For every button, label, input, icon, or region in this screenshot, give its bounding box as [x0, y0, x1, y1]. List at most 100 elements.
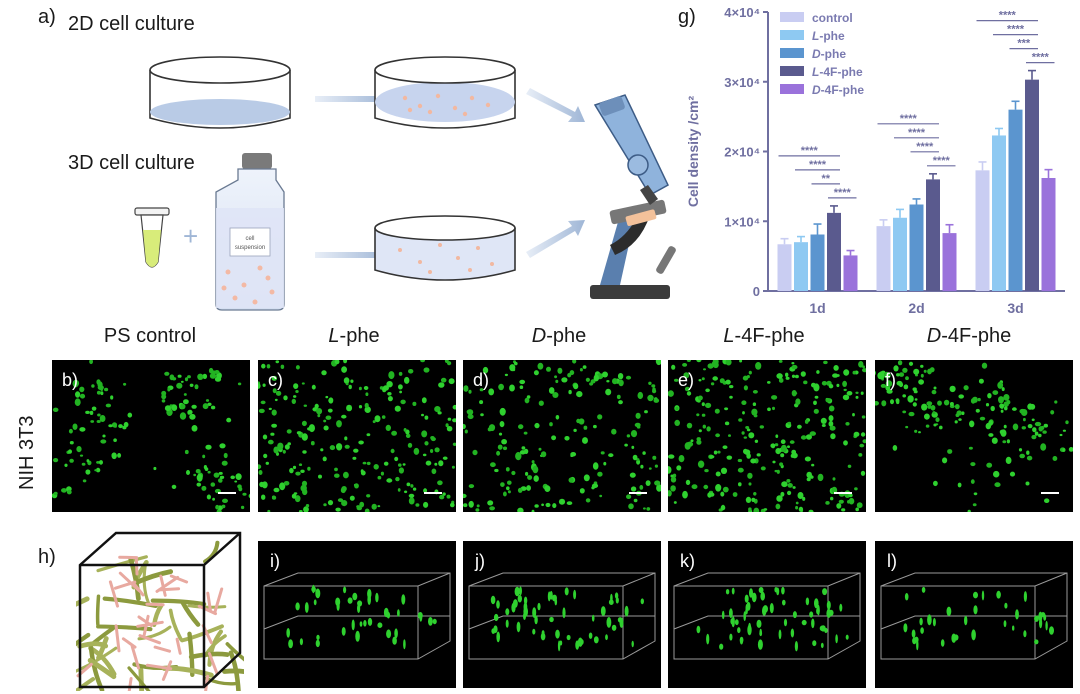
legend-label-italic: L [812, 65, 819, 79]
bar-L-phe-1d [794, 242, 808, 291]
panel-tag: e) [678, 370, 695, 390]
legend-swatch [780, 66, 804, 76]
column-title-italic: L [723, 325, 735, 347]
legend-label: control [812, 11, 853, 25]
significance-label: **** [801, 145, 819, 157]
arrow-icon [315, 246, 388, 264]
fluorescence-image-3: d) [463, 360, 661, 512]
significance-label: **** [933, 155, 951, 167]
column-title-1: PS control [50, 325, 250, 348]
column-title-5: D-4F-phe [869, 325, 1069, 348]
fluorescence-image-2: c) [258, 360, 456, 512]
tube-icon [134, 207, 170, 268]
significance-label: **** [809, 159, 827, 171]
bar-L-4F-phe-2d [926, 179, 940, 291]
scale-bar [1041, 492, 1059, 494]
column-title-text: PS control [103, 325, 197, 347]
column-title-text: -4F-phe [734, 325, 805, 347]
title-2d-culture: 2D cell culture [68, 13, 195, 35]
arrow-icon [315, 90, 388, 108]
legend-label-text: -phe [819, 29, 845, 43]
significance-label: **** [900, 113, 918, 125]
bar-D-4F-phe-3d [1041, 178, 1056, 291]
microscope-icon [590, 94, 676, 299]
bar-D-phe-3d [1008, 109, 1023, 292]
column-title-2: L-phe [254, 325, 454, 348]
panel-g-label: g) [678, 6, 696, 28]
legend-label-text: -phe [821, 47, 847, 61]
column-title-italic: D [926, 325, 942, 347]
legend-label-italic: D [812, 83, 821, 97]
x-tick-label: 1d [809, 300, 825, 316]
legend-label: L-4F-phe [812, 65, 863, 79]
plus-icon: + [183, 221, 198, 251]
column-title-text: -4F-phe [941, 325, 1012, 347]
chart-significance: ****************************************… [778, 10, 1055, 199]
panel-tag: c) [268, 370, 283, 390]
significance-label: **** [1007, 24, 1025, 36]
y-tick-label: 1×10⁴ [724, 214, 760, 229]
panel-tag: j) [475, 551, 485, 571]
petri-dish-3d-cells [374, 215, 516, 281]
arrow-icon [526, 88, 585, 122]
arrow-icon [526, 220, 585, 258]
x-tick-label: 3d [1007, 300, 1023, 316]
scale-bar [424, 492, 442, 494]
y-axis-label: Cell density /cm² [685, 96, 701, 208]
title-3d-culture: 3D cell culture [68, 152, 195, 174]
bar-L-phe-2d [893, 217, 907, 291]
chart-bars [777, 69, 1056, 292]
panel-tag: f) [885, 370, 896, 390]
column-title-italic: D [531, 325, 547, 347]
row-label-nih3t3: NIH 3T3 [16, 415, 38, 490]
significance-label: **** [834, 187, 852, 199]
panel-tag: b) [62, 370, 79, 390]
confocal-3d-image-2: j) [463, 541, 661, 688]
legend-label: D-phe [812, 47, 846, 61]
fluorescence-image-4: e) [668, 360, 866, 512]
petri-dish-empty [149, 56, 291, 129]
panel-tag: l) [887, 551, 897, 571]
bar-D-4F-phe-1d [843, 255, 858, 291]
flask-icon: cell suspension [215, 153, 285, 311]
legend-label-italic: D [812, 47, 821, 61]
bar-control-3d [975, 170, 990, 291]
y-tick-label: 0 [753, 284, 760, 299]
bar-L-phe-3d [992, 135, 1006, 291]
legend-swatch [780, 84, 804, 94]
column-title-4: L-4F-phe [664, 325, 864, 348]
bar-D-4F-phe-2d [942, 233, 957, 291]
scale-bar [834, 492, 852, 494]
panel-tag: k) [680, 551, 695, 571]
bar-D-phe-2d [909, 204, 924, 291]
confocal-3d-image-1: i) [258, 541, 456, 688]
y-tick-label: 2×10⁴ [724, 145, 760, 160]
significance-label: *** [1017, 38, 1031, 50]
significance-label: ** [821, 173, 830, 185]
column-title-text: -phe [546, 325, 587, 347]
flask-text-cell: cell [245, 236, 254, 242]
petri-dish-2d-cells [374, 56, 516, 129]
confocal-3d-image-4: l) [875, 541, 1073, 688]
scale-bar [218, 492, 236, 494]
legend-label-text: -4F-phe [821, 83, 865, 97]
bar-L-4F-phe-1d [827, 212, 841, 291]
significance-label: **** [1032, 52, 1050, 64]
legend-label: D-4F-phe [812, 83, 864, 97]
bar-D-phe-1d [810, 234, 825, 291]
scale-bar [629, 492, 647, 494]
confocal-3d-image-3: k) [668, 541, 866, 688]
significance-label: **** [908, 127, 926, 139]
significance-label: **** [999, 10, 1017, 22]
y-tick-label: 3×10⁴ [724, 75, 760, 90]
legend-label-italic: L [812, 29, 819, 43]
panel-tag: d) [473, 370, 490, 390]
x-tick-label: 2d [908, 300, 924, 316]
legend-swatch [780, 12, 804, 22]
legend-label-text: control [812, 11, 853, 25]
bar-L-4F-phe-3d [1025, 79, 1039, 291]
legend-label: L-phe [812, 29, 845, 43]
fluorescence-image-5: f) [875, 360, 1073, 512]
